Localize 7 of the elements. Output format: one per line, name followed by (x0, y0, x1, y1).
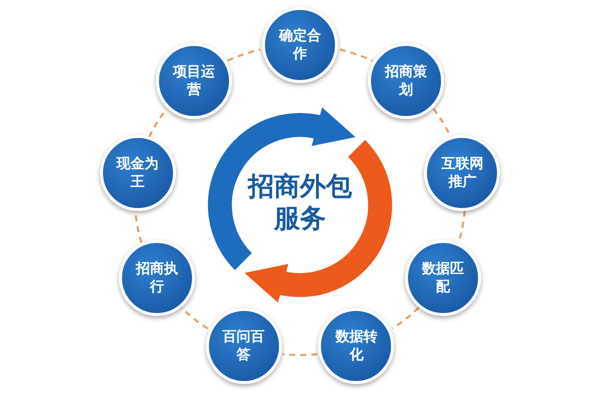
step-circle: 确定合作 (262, 7, 338, 83)
dashed-connector (282, 353, 318, 356)
dashed-connector (227, 48, 260, 62)
dashed-connector (180, 306, 208, 330)
center-title: 招商外包服务 (246, 171, 354, 235)
dashed-connector (392, 306, 420, 330)
dashed-connector (340, 48, 373, 62)
